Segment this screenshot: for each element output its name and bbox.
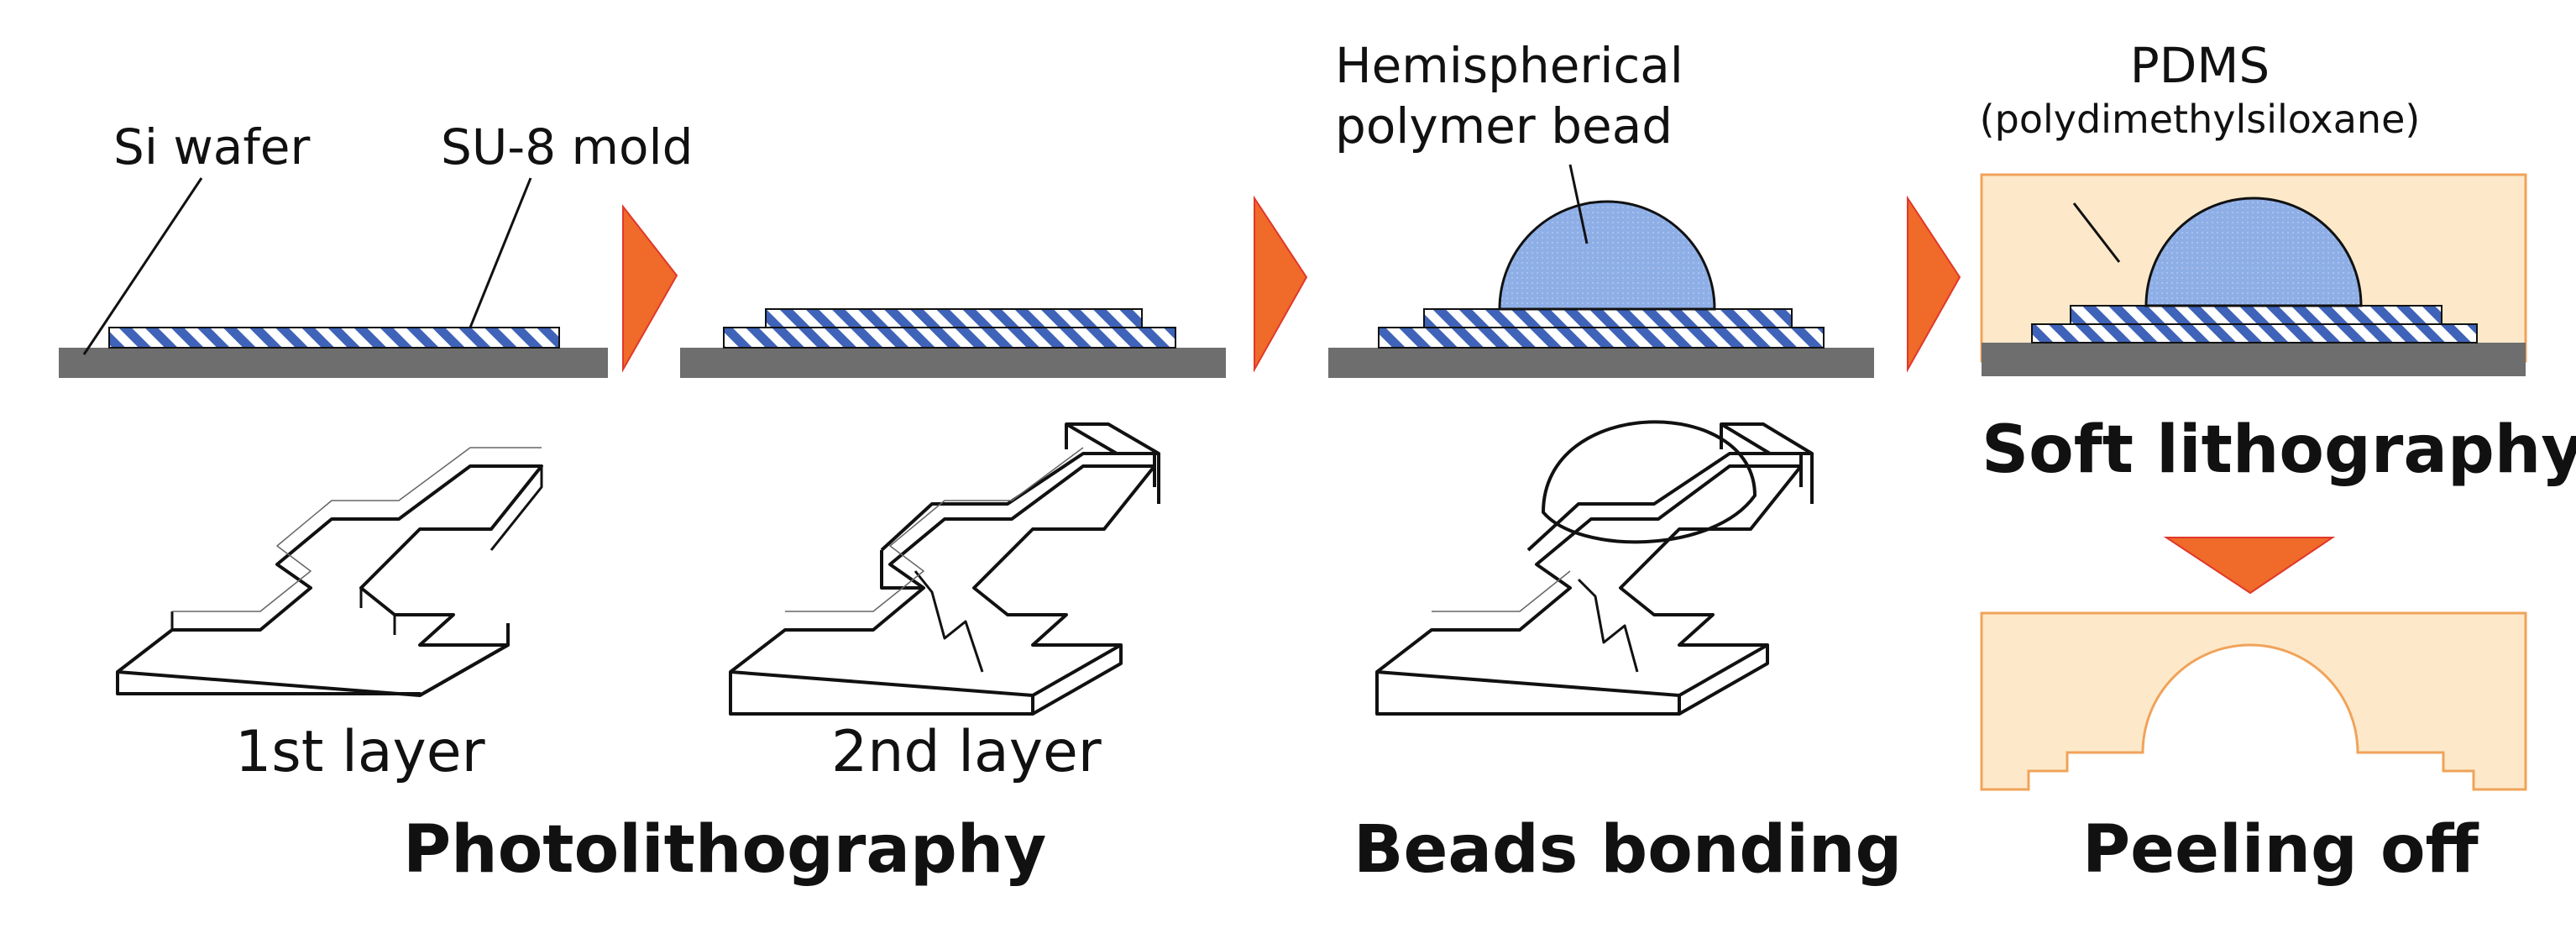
si-wafer-pointer: [82, 177, 203, 355]
panel-soft-lithography: PDMS (polydimethylsiloxane): [1980, 37, 2527, 376]
si-wafer-1: [59, 348, 608, 378]
step-peeling-off: Peeling off: [2082, 812, 2479, 888]
su8-mold-1: [108, 327, 560, 349]
panel-beads-bonding: Hemispherical polymer bead: [1328, 37, 1874, 716]
si-wafer-4: [1982, 343, 2526, 376]
pdms-bead: [2144, 197, 2363, 307]
panel-second-layer: 2nd layer: [680, 308, 1226, 785]
bead-label-line1: Hemispherical: [1335, 37, 1683, 94]
su8-mold-4-upper: [2070, 305, 2442, 325]
process-arrow-2: [1254, 195, 1308, 373]
peeled-pdms-replica: [1980, 611, 2527, 791]
su8-mold-4-lower: [2031, 323, 2478, 344]
process-arrow-1: [622, 204, 678, 373]
su8-mold-pointer: [469, 177, 532, 328]
second-layer-wireframe: [729, 422, 1160, 716]
process-arrow-3: [1907, 195, 1961, 373]
pdms-pointer: [2072, 202, 2121, 263]
panel-peeling-off: [1980, 611, 2527, 791]
second-layer-caption: 2nd layer: [831, 719, 1102, 785]
si-wafer-2: [680, 348, 1226, 378]
first-layer-wireframe: [116, 447, 543, 697]
pdms-full-name: (polydimethylsiloxane): [1980, 97, 2421, 142]
pdms-label: PDMS: [2130, 37, 2270, 94]
su8-mold-2-upper: [765, 308, 1143, 328]
step-soft-lithography: Soft lithography: [1982, 412, 2576, 488]
process-arrow-down: [2163, 537, 2336, 595]
beads-bonding-wireframe: [1375, 420, 1814, 716]
su8-mold-3-lower: [1378, 327, 1825, 349]
bead-label-line2: polymer bead: [1335, 97, 1673, 155]
su8-mold-label: SU-8 mold: [441, 118, 693, 176]
su8-mold-2-lower: [723, 327, 1176, 349]
su8-mold-3-upper: [1423, 308, 1793, 328]
panel-first-layer: Si wafer SU-8 mold 1st layer: [59, 118, 693, 785]
si-wafer-3: [1328, 348, 1874, 378]
si-wafer-label: Si wafer: [113, 118, 310, 176]
step-photolithography: Photolithography: [403, 812, 1046, 888]
first-layer-caption: 1st layer: [235, 719, 485, 785]
hemispherical-bead: [1498, 200, 1716, 311]
step-beads-bonding: Beads bonding: [1353, 812, 1902, 888]
bead-pointer: [1568, 164, 1589, 244]
